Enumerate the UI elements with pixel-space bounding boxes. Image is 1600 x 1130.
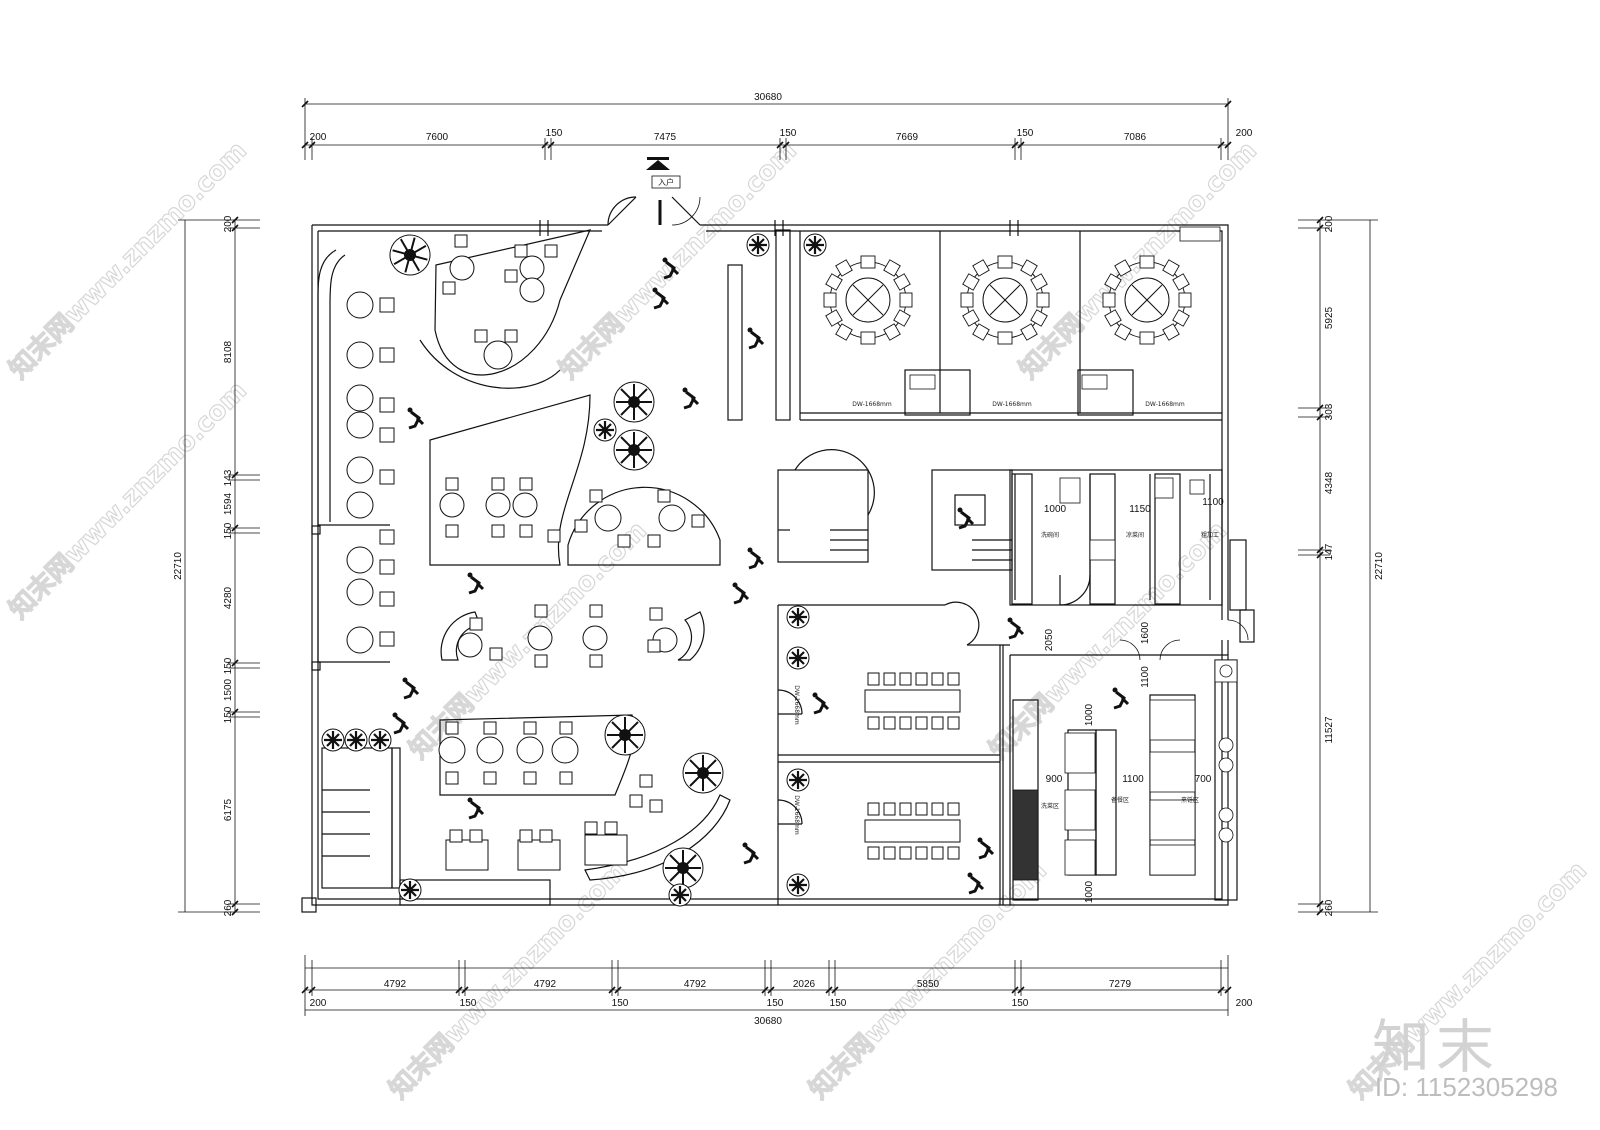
dim-top-seg: 150 (1017, 128, 1034, 139)
dim-left-seg: 8108 (223, 340, 234, 363)
dim-bottom-upper: 2026 (793, 979, 816, 990)
dim-top-seg: 7669 (896, 132, 919, 143)
dim-right-seg: 5925 (1324, 306, 1335, 329)
dim-bottom-total: 30680 (754, 1016, 782, 1027)
dim-left-seg: 150 (223, 522, 234, 539)
dim-left-seg: 6175 (223, 798, 234, 821)
room-label: 烹饪区 (1181, 796, 1199, 804)
kitchen-dim: 700 (1195, 774, 1212, 785)
dim-top-seg: 7086 (1124, 132, 1147, 143)
dimension-ticks (231, 100, 1324, 994)
door-label-private-2: DW-1668mm (992, 401, 1032, 408)
watermark: 知末网www.znzmo.com (384, 856, 633, 1105)
dim-left-seg: 260 (223, 899, 234, 916)
dim-left-seg: 4280 (223, 586, 234, 609)
door-label-meeting-2: DW-1668mm (793, 795, 800, 835)
brand-watermark: 知末 (1371, 1013, 1500, 1081)
dim-left-seg: 200 (223, 215, 234, 232)
dim-bottom-lower: 150 (460, 998, 477, 1009)
kitchen-dim: 1000 (1084, 703, 1095, 726)
dim-left-seg: 1500 (223, 678, 234, 701)
kitchen-dim: 1000 (1084, 880, 1095, 903)
dim-right-seg: 303 (1324, 403, 1335, 420)
dim-left-seg: 150 (223, 657, 234, 674)
dim-top-seg: 7475 (654, 132, 677, 143)
dim-bottom-lower: 150 (830, 998, 847, 1009)
watermark: 知末网www.znzmo.com (1014, 136, 1263, 385)
dim-bottom-upper: 7279 (1109, 979, 1132, 990)
kitchen-equipment (909, 226, 1238, 881)
image-id: ID: 1152305298 (1374, 1072, 1558, 1102)
kitchen-dim: 1150 (1129, 504, 1151, 515)
dim-right-total: 22710 (1374, 552, 1385, 580)
dim-right-seg: 260 (1324, 899, 1335, 916)
dim-right-seg: 11527 (1324, 716, 1335, 744)
kitchen-dim: 1100 (1202, 497, 1224, 508)
room-labels: 洗碗间 凉菜间 粗加工 洗菜区 备餐区 烹饪区 (1041, 531, 1219, 810)
dim-bottom-lower: 150 (1012, 998, 1029, 1009)
kitchen-dim: 1100 (1122, 774, 1144, 785)
dim-bottom-upper: 4792 (534, 979, 557, 990)
entrance-label: 入户 (658, 177, 674, 187)
door-label-private-1: DW-1668mm (852, 401, 892, 408)
entrance-marker: 入户 (646, 157, 681, 189)
room-label: 洗碗间 (1041, 531, 1059, 539)
dimension-lines (178, 98, 1378, 1016)
room-label: 备餐区 (1111, 796, 1129, 804)
walls (301, 196, 1255, 913)
dim-left-total: 22710 (173, 552, 184, 580)
dim-top-seg: 200 (310, 132, 327, 143)
watermark: 知末网www.znzmo.com (4, 376, 253, 625)
dim-bottom-lower: 200 (1236, 998, 1253, 1009)
dim-right-seg: 147 (1324, 543, 1335, 560)
room-label: 凉菜间 (1126, 531, 1144, 539)
door-labels: DW-1668mm DW-1668mm DW-1668mm DW-1668mm … (793, 401, 1185, 835)
dim-bottom-upper: 4792 (684, 979, 707, 990)
dim-bottom-upper: 4792 (384, 979, 407, 990)
dim-top-seg: 150 (546, 128, 563, 139)
kitchen-dimensions: 1000 1150 1100 2050 1600 1100 1000 900 1… (1044, 497, 1224, 903)
dim-top-seg: 150 (780, 128, 797, 139)
kitchen-dim: 1100 (1140, 666, 1151, 688)
kitchen-dim: 1600 (1140, 621, 1151, 644)
dim-left-seg: 143 (223, 469, 234, 486)
dim-right-seg: 200 (1324, 215, 1335, 232)
dim-left-seg: 150 (223, 706, 234, 723)
dim-top-seg: 7600 (426, 132, 449, 143)
room-label: 粗加工 (1201, 531, 1219, 539)
kitchen-dim: 1000 (1044, 504, 1067, 515)
door-label-private-3: DW-1668mm (1145, 401, 1185, 408)
dim-right-seg: 4348 (1324, 471, 1335, 494)
dim-top-seg: 200 (1236, 128, 1253, 139)
dim-bottom-lower: 150 (612, 998, 629, 1009)
room-label: 洗菜区 (1041, 802, 1059, 810)
dim-bottom-upper: 5850 (917, 979, 940, 990)
dim-top-total: 30680 (754, 92, 782, 103)
watermark: 知末网www.znzmo.com (4, 136, 253, 385)
dining-furniture (346, 234, 961, 871)
dim-bottom-lower: 200 (310, 998, 327, 1009)
kitchen-dim: 900 (1046, 774, 1063, 785)
dimension-texts: 30680 200 7600 150 7475 150 7669 150 708… (173, 92, 1385, 1027)
kitchen-dim: 2050 (1044, 628, 1055, 651)
door-label-meeting-1: DW-1668mm (793, 685, 800, 725)
dim-left-seg: 1594 (223, 492, 234, 515)
watermark: 知末网www.znzmo.com (554, 136, 803, 385)
dim-bottom-lower: 150 (767, 998, 784, 1009)
